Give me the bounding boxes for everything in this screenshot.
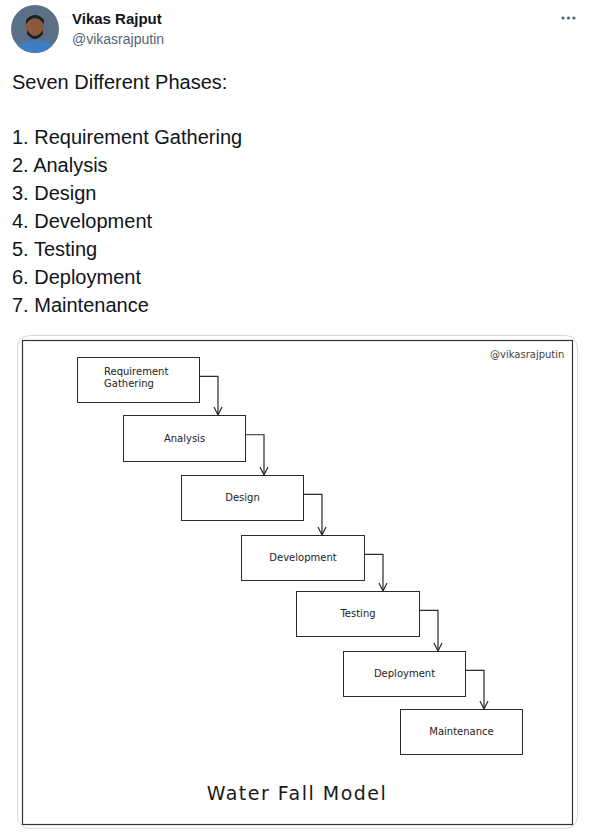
box-label: Deployment	[374, 668, 435, 680]
list-item: 2. Analysis	[12, 154, 108, 177]
drawing-frame	[23, 341, 573, 825]
flow-arrow	[246, 435, 264, 475]
image-card	[18, 336, 578, 829]
process-box: Deployment	[343, 651, 466, 697]
more-menu	[561, 16, 575, 19]
list-item: 5. Testing	[12, 238, 97, 261]
diagram-caption: Water Fall Model	[22, 782, 572, 804]
box-label: Requirement Gathering	[104, 366, 179, 390]
author-handle: @vikasrajputin	[72, 31, 164, 47]
box-label: Design	[225, 492, 260, 504]
tweet-text: Seven Different Phases:	[12, 71, 227, 94]
box-label: Analysis	[164, 433, 205, 445]
process-box: Testing	[296, 591, 420, 637]
process-box: Development	[241, 535, 365, 581]
box-label: Testing	[340, 608, 375, 620]
process-box: Requirement Gathering	[77, 357, 200, 403]
list-item: 6. Deployment	[12, 266, 141, 289]
list-item: 3. Design	[12, 182, 97, 205]
list-item: 4. Development	[12, 210, 152, 233]
process-box: Analysis	[123, 415, 246, 462]
process-box: Design	[181, 475, 304, 521]
box-label: Maintenance	[429, 726, 493, 738]
flow-arrow	[420, 610, 438, 651]
flow-arrow	[466, 670, 484, 709]
watermark: @vikasrajputin	[490, 349, 564, 360]
flow-arrow	[365, 554, 383, 591]
process-box: Maintenance	[400, 709, 523, 755]
flow-arrow	[200, 376, 218, 415]
box-label: Development	[269, 552, 336, 564]
flow-arrow	[304, 494, 322, 535]
list-item: 7. Maintenance	[12, 294, 149, 317]
list-item: 1. Requirement Gathering	[12, 126, 242, 149]
author-name: Vikas Rajput	[72, 10, 162, 27]
avatar	[11, 5, 59, 64]
